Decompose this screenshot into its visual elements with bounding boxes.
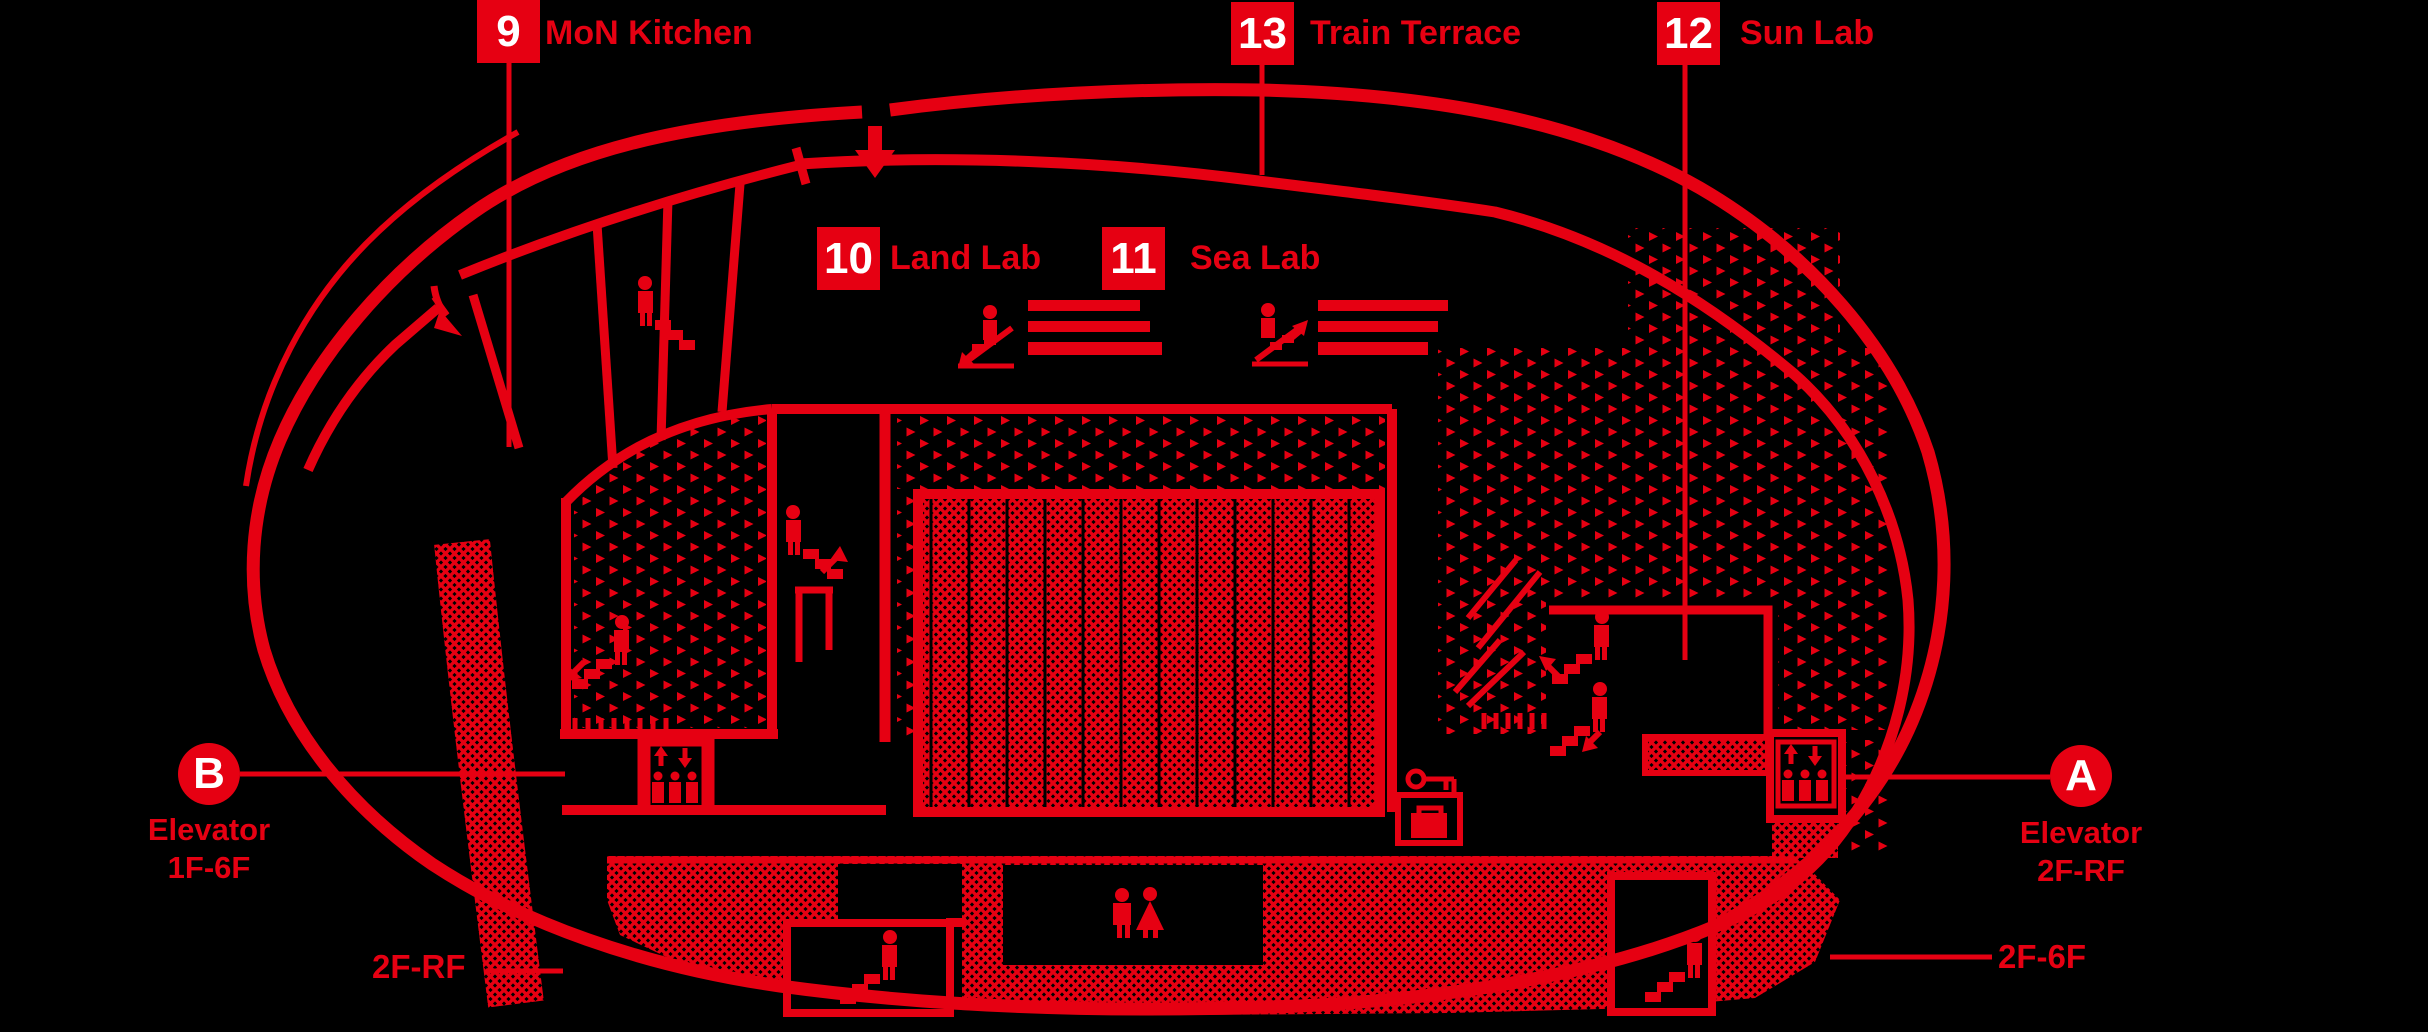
locker-icon xyxy=(1395,792,1463,846)
elevator-a-icon xyxy=(1778,742,1834,806)
marker-10-box: 10 xyxy=(817,227,880,290)
central-hall xyxy=(913,489,1385,817)
toilet-men-icon xyxy=(1113,888,1131,938)
stairs-person-right-up xyxy=(1552,610,1609,684)
key-icon xyxy=(1405,768,1457,793)
elevator-a-floors: 2F-RF xyxy=(2037,853,2125,888)
elevator-b-title: Elevator xyxy=(147,812,271,847)
toilet-women-icon xyxy=(1136,887,1164,938)
interior-walls xyxy=(468,183,1846,823)
outer-walls xyxy=(243,83,1951,1016)
marker-13-box: 13 xyxy=(1231,2,1294,65)
stair-label-right: 2F-6F xyxy=(1998,938,2087,975)
escalator-stripes-right xyxy=(1318,300,1448,355)
elevator-b-floors: 1F-6F xyxy=(167,850,251,885)
entrance-arrow-icon xyxy=(855,126,895,178)
marker-10-label: Land Lab xyxy=(890,239,1042,277)
elevator-a-title: Elevator xyxy=(2019,815,2143,850)
marker-12-box: 12 xyxy=(1657,2,1720,65)
marker-11-label: Sea Lab xyxy=(1190,239,1321,277)
marker-12-label: Sun Lab xyxy=(1740,14,1875,52)
elevator-b-marker: B xyxy=(178,743,240,805)
escalator-down-icon xyxy=(958,305,1014,369)
elevator-b-icon xyxy=(648,744,704,808)
escalator-up-icon xyxy=(1252,303,1308,367)
marker-11-box: 11 xyxy=(1102,227,1165,290)
stair-label-left: 2F-RF xyxy=(372,948,466,985)
marker-9-label: MoN Kitchen xyxy=(545,14,753,52)
elevator-a-marker: A xyxy=(2050,745,2112,807)
escalator-stripes-left xyxy=(1028,300,1162,355)
marker-13-label: Train Terrace xyxy=(1310,14,1522,52)
arrow-down-left-2 xyxy=(1582,729,1603,752)
arrow-down-left-1 xyxy=(564,659,587,682)
stairs-person-corridor xyxy=(786,505,843,579)
stairs-person-right-down xyxy=(1550,682,1607,756)
pointer-lines xyxy=(240,63,2050,974)
arrow-up-right xyxy=(819,546,848,575)
arrow-up-left xyxy=(1539,656,1561,679)
marker-9-box: 9 xyxy=(477,0,540,63)
terrace-entry-arrow-icon xyxy=(430,285,462,336)
